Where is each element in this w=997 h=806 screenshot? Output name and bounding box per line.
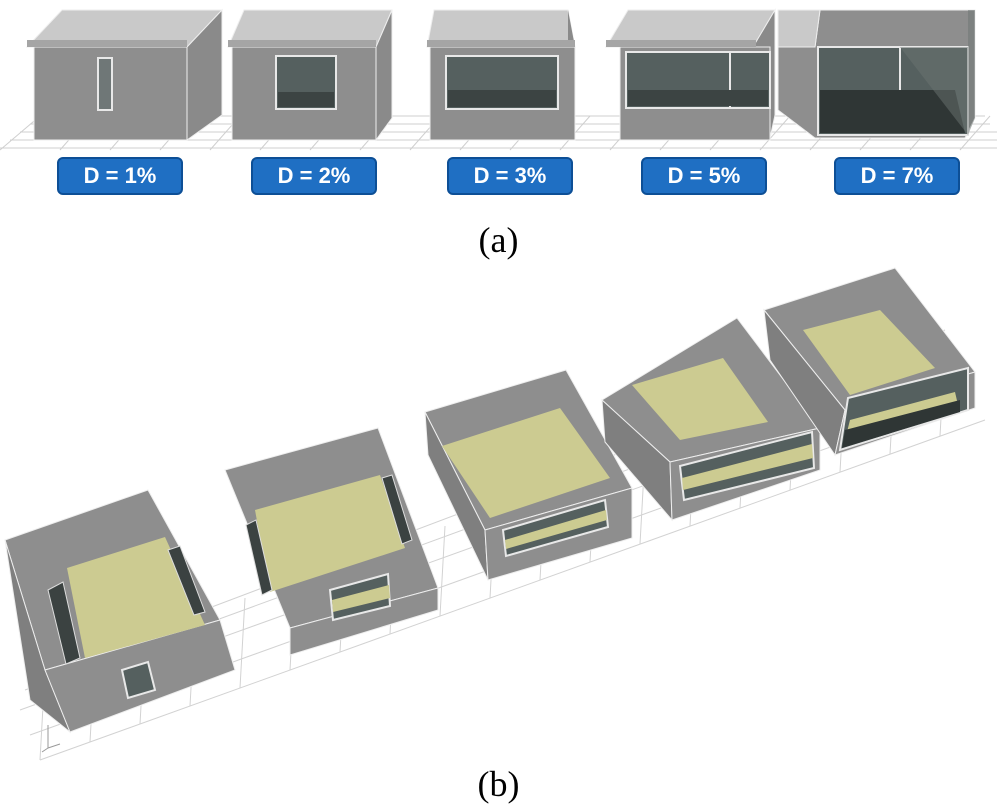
- panel-b-room-1: [4, 489, 236, 734]
- panel-b-room-2: [224, 427, 439, 656]
- badge-d-3: D = 3%: [447, 157, 573, 195]
- panel-a-room-1: [25, 8, 224, 141]
- panel-b-room-5: [763, 267, 976, 457]
- panel-a-room-2: [227, 9, 393, 142]
- panel-a-room-3: [426, 9, 576, 141]
- badge-d-1: D = 1%: [57, 157, 183, 195]
- panel-b-room-3: [424, 369, 633, 581]
- axis-gizmo-icon: [41, 725, 61, 753]
- panel-b-room-4: [601, 317, 821, 522]
- panel-b-label: (b): [477, 764, 520, 804]
- panel-a-room-5: [777, 9, 976, 139]
- panel-a-room-4: [605, 8, 776, 141]
- panel-a-label: (a): [478, 220, 519, 260]
- badge-d-2: D = 2%: [251, 157, 377, 195]
- badge-d-7: D = 7%: [834, 157, 960, 195]
- badge-d-5: D = 5%: [641, 157, 767, 195]
